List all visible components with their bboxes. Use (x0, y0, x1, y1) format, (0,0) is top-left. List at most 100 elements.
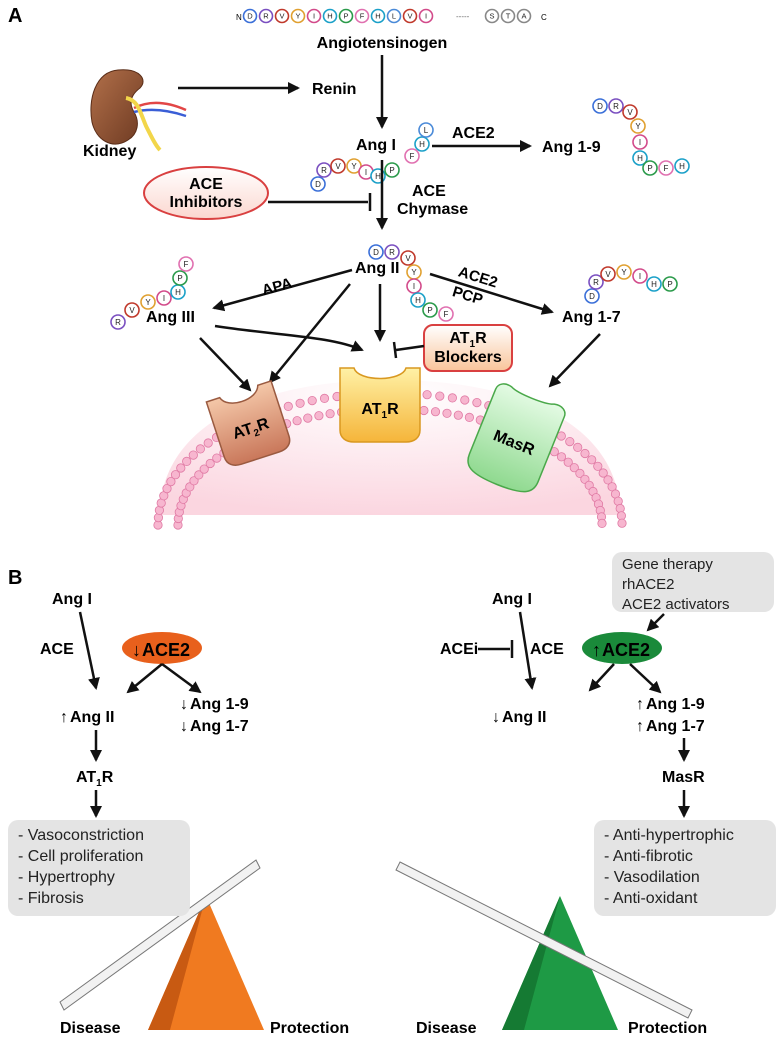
sequence-residue: T (500, 8, 516, 24)
peptide-residue: Y (630, 118, 646, 134)
lipid-head (307, 395, 317, 406)
ang3-label: Ang III (146, 309, 195, 326)
svg-text:V: V (129, 306, 135, 315)
sequence-residue: P (338, 8, 354, 24)
left-ang17-down-arrow: ↓ (180, 718, 188, 735)
peptide-residue: H (170, 284, 186, 300)
right-masr: MasR (662, 769, 705, 786)
peptide-residue: V (600, 266, 616, 282)
svg-text:L: L (424, 126, 429, 135)
lipid-head (203, 438, 213, 448)
right-ace2-up-arrow: ↑ (592, 640, 601, 660)
peptide-residue: Y (346, 158, 362, 174)
svg-text:Y: Y (145, 298, 151, 307)
peptide-residue: R (384, 244, 400, 260)
sequence-residue: R (258, 8, 274, 24)
sequence-residue: I (306, 8, 322, 24)
lipid-head (283, 401, 293, 411)
svg-text:P: P (667, 280, 672, 289)
peptide-residue: F (404, 148, 420, 164)
ang1-label: Ang I (356, 137, 396, 154)
svg-text:Y: Y (635, 122, 641, 131)
ace2-top-label: ACE2 (452, 125, 495, 142)
at1r-blockers-line2: Blockers (434, 349, 502, 366)
right-ace2-to-ang19-arrow (629, 663, 662, 694)
svg-text:P: P (389, 166, 394, 175)
left-ang19-down-arrow: ↓ (180, 696, 188, 713)
lipid-head (188, 450, 198, 460)
peptide-residue: H (632, 150, 648, 166)
svg-text:V: V (279, 12, 284, 21)
lipid-head (556, 452, 567, 462)
left-ace2-down-arrow: ↓ (132, 640, 141, 660)
kidney-icon (90, 69, 187, 152)
left-effect-item: - Fibrosis (18, 890, 84, 907)
lipid-head (422, 390, 432, 400)
at1r-blocker-tbar (392, 341, 398, 359)
svg-text:P: P (427, 306, 432, 315)
svg-text:P: P (177, 274, 182, 283)
svg-text:V: V (335, 162, 341, 171)
lipid-head (565, 436, 575, 447)
lipid-head (194, 470, 204, 480)
lipid-head (435, 391, 445, 401)
svg-text:Y: Y (621, 268, 627, 277)
right-protection-label: Protection (628, 1020, 707, 1037)
svg-text:T: T (506, 12, 511, 21)
peptide-residue: H (646, 276, 662, 292)
lipid-head (212, 453, 222, 463)
svg-text:H: H (175, 288, 181, 297)
lipid-head (593, 461, 603, 471)
at1r-blockers-box (423, 324, 513, 372)
masr-receptor: MasR (467, 383, 566, 493)
left-ang1: Ang I (52, 591, 92, 608)
svg-text:D: D (373, 248, 379, 257)
peptide-residue: P (422, 302, 438, 318)
svg-text:R: R (321, 166, 327, 175)
peptide-residue: R (608, 98, 624, 114)
left-at1r: AT1R (76, 769, 114, 789)
left-ang1-to-ang2-arrow (78, 611, 100, 690)
lipid-head (430, 407, 441, 417)
svg-text:V: V (405, 254, 411, 263)
left-effect-item: - Cell proliferation (18, 848, 144, 865)
left-effect-item: - Vasoconstriction (18, 827, 144, 844)
svg-text:F: F (360, 12, 365, 21)
peptide-residue: Y (616, 264, 632, 280)
left-protection-label: Protection (270, 1020, 349, 1037)
svg-text:H: H (679, 162, 685, 171)
ace-inhibitors-line1: ACE (189, 176, 223, 193)
svg-text:F: F (444, 310, 449, 319)
right-ang19-up-arrow: ↑ (636, 696, 644, 713)
svg-text:H: H (419, 140, 425, 149)
lipid-head (460, 395, 470, 405)
seq-gap: ----- (456, 12, 470, 21)
svg-text:D: D (315, 180, 321, 189)
svg-text:I: I (639, 138, 641, 147)
ang19-label: Ang 1-9 (542, 139, 601, 156)
lipid-head (580, 448, 590, 459)
lipid-head (464, 412, 474, 422)
left-ace2-ellipse (122, 632, 202, 664)
svg-text:R: R (389, 248, 395, 257)
peptide-residue: F (658, 160, 674, 176)
sequence-residue: V (402, 8, 418, 24)
lipid-head (182, 456, 192, 466)
right-effect-item: - Vasodilation (604, 869, 700, 886)
svg-text:L: L (392, 12, 396, 21)
therapy-item: ACE2 activators (622, 596, 730, 613)
sequence-residue: F (354, 8, 370, 24)
svg-text:H: H (327, 12, 332, 21)
lipid-head (472, 397, 482, 408)
peptide-residue: I (406, 278, 422, 294)
svg-text:P: P (343, 12, 348, 21)
left-effect-item: - Hypertrophy (18, 869, 115, 886)
therapy-item: rhACE2 (622, 576, 675, 593)
peptide-residue: D (584, 288, 600, 304)
sequence-residue: L (386, 8, 402, 24)
sequence-residue: H (322, 8, 338, 24)
